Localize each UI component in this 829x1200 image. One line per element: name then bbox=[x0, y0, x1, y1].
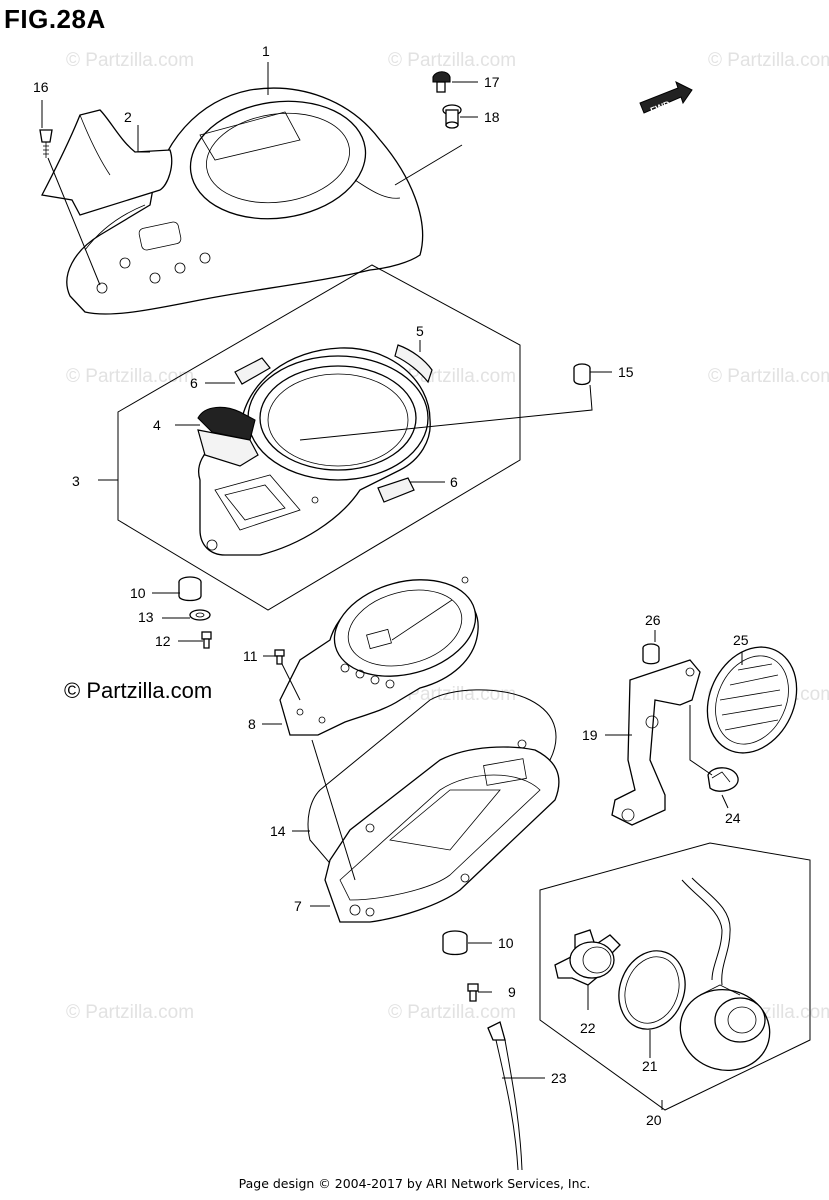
callout-1: 1 bbox=[262, 43, 270, 59]
watermark: © Partzilla.com bbox=[66, 1002, 194, 1023]
washer-13-part bbox=[189, 609, 211, 621]
callout-10b: 10 bbox=[498, 935, 514, 951]
watermark: © Partzilla.com bbox=[388, 1002, 516, 1023]
callout-6b: 6 bbox=[450, 474, 458, 490]
callout-15: 15 bbox=[618, 364, 634, 380]
grommet-10-upper-part bbox=[178, 576, 202, 602]
watermark: © Partzilla.com bbox=[708, 50, 829, 71]
callout-21: 21 bbox=[642, 1058, 658, 1074]
callout-7: 7 bbox=[294, 898, 302, 914]
copyright-text: © Partzilla.com bbox=[64, 678, 213, 703]
watermark: © Partzilla.com bbox=[66, 366, 194, 387]
watermark: © Partzilla.com bbox=[388, 50, 516, 71]
cable-tie-23-part bbox=[487, 1021, 523, 1171]
callout-20: 20 bbox=[646, 1112, 662, 1128]
screw-9-part bbox=[467, 983, 479, 1002]
grommet-18-part bbox=[442, 104, 462, 129]
screw-11-part bbox=[274, 649, 285, 665]
speedo-gear-20-part bbox=[679, 877, 771, 1072]
callout-19: 19 bbox=[582, 727, 598, 743]
callout-23: 23 bbox=[551, 1070, 567, 1086]
callout-18: 18 bbox=[484, 109, 500, 125]
bracket-19-part bbox=[611, 659, 701, 826]
callout-8: 8 bbox=[248, 716, 256, 732]
lower-case-7-part bbox=[324, 739, 560, 923]
callout-25: 25 bbox=[733, 632, 749, 648]
cushion-6-lower-part bbox=[377, 477, 415, 503]
callout-5: 5 bbox=[416, 323, 424, 339]
assembly-box-20 bbox=[539, 842, 811, 1111]
callout-14: 14 bbox=[270, 823, 286, 839]
bulb-15-part bbox=[573, 363, 591, 386]
callout-3: 3 bbox=[72, 473, 80, 489]
assembly-box-3 bbox=[117, 264, 521, 611]
seal-21-part bbox=[618, 950, 686, 1030]
watermark: © Partzilla.com bbox=[66, 50, 194, 71]
gear-22-part bbox=[554, 929, 621, 986]
screw-16-part bbox=[39, 129, 53, 158]
callout-22: 22 bbox=[580, 1020, 596, 1036]
callout-13: 13 bbox=[138, 609, 154, 625]
grommet-10-lower-part bbox=[442, 930, 468, 956]
callout-4: 4 bbox=[153, 417, 161, 433]
fwd-arrow-icon: FWD bbox=[639, 81, 693, 116]
callout-6a: 6 bbox=[190, 375, 198, 391]
callout-12: 12 bbox=[155, 633, 171, 649]
callout-24: 24 bbox=[725, 810, 741, 826]
screw-17-part bbox=[432, 71, 451, 93]
callout-10a: 10 bbox=[130, 585, 146, 601]
cushion-5-part bbox=[394, 344, 433, 384]
collar-26-part bbox=[642, 643, 660, 665]
meter-case-part bbox=[198, 347, 431, 556]
screw-12-part bbox=[201, 631, 212, 649]
bracket-part bbox=[41, 109, 173, 216]
callout-26: 26 bbox=[645, 612, 661, 628]
callout-17: 17 bbox=[484, 74, 500, 90]
callout-16: 16 bbox=[33, 79, 49, 95]
watermark: © Partzilla.com bbox=[708, 366, 829, 387]
callout-9: 9 bbox=[508, 984, 516, 1000]
speedometer-8-part bbox=[279, 576, 479, 736]
figure-title: FIG.28A bbox=[4, 4, 106, 34]
leader-lines bbox=[41, 62, 743, 1110]
light-guide-4-part bbox=[197, 406, 259, 467]
page-footer: Page design © 2004-2017 by ARI Network S… bbox=[238, 1176, 591, 1191]
callout-numbers: 1 2 3 4 5 6 6 7 8 9 10 10 11 12 13 14 15… bbox=[33, 43, 749, 1128]
clamp-24-part bbox=[707, 767, 739, 792]
cushion-6-upper-part bbox=[234, 357, 271, 385]
watermark: © Partzilla.com bbox=[388, 684, 516, 705]
reflector-25-part bbox=[706, 646, 798, 754]
callout-2: 2 bbox=[124, 109, 132, 125]
callout-11: 11 bbox=[243, 648, 258, 664]
